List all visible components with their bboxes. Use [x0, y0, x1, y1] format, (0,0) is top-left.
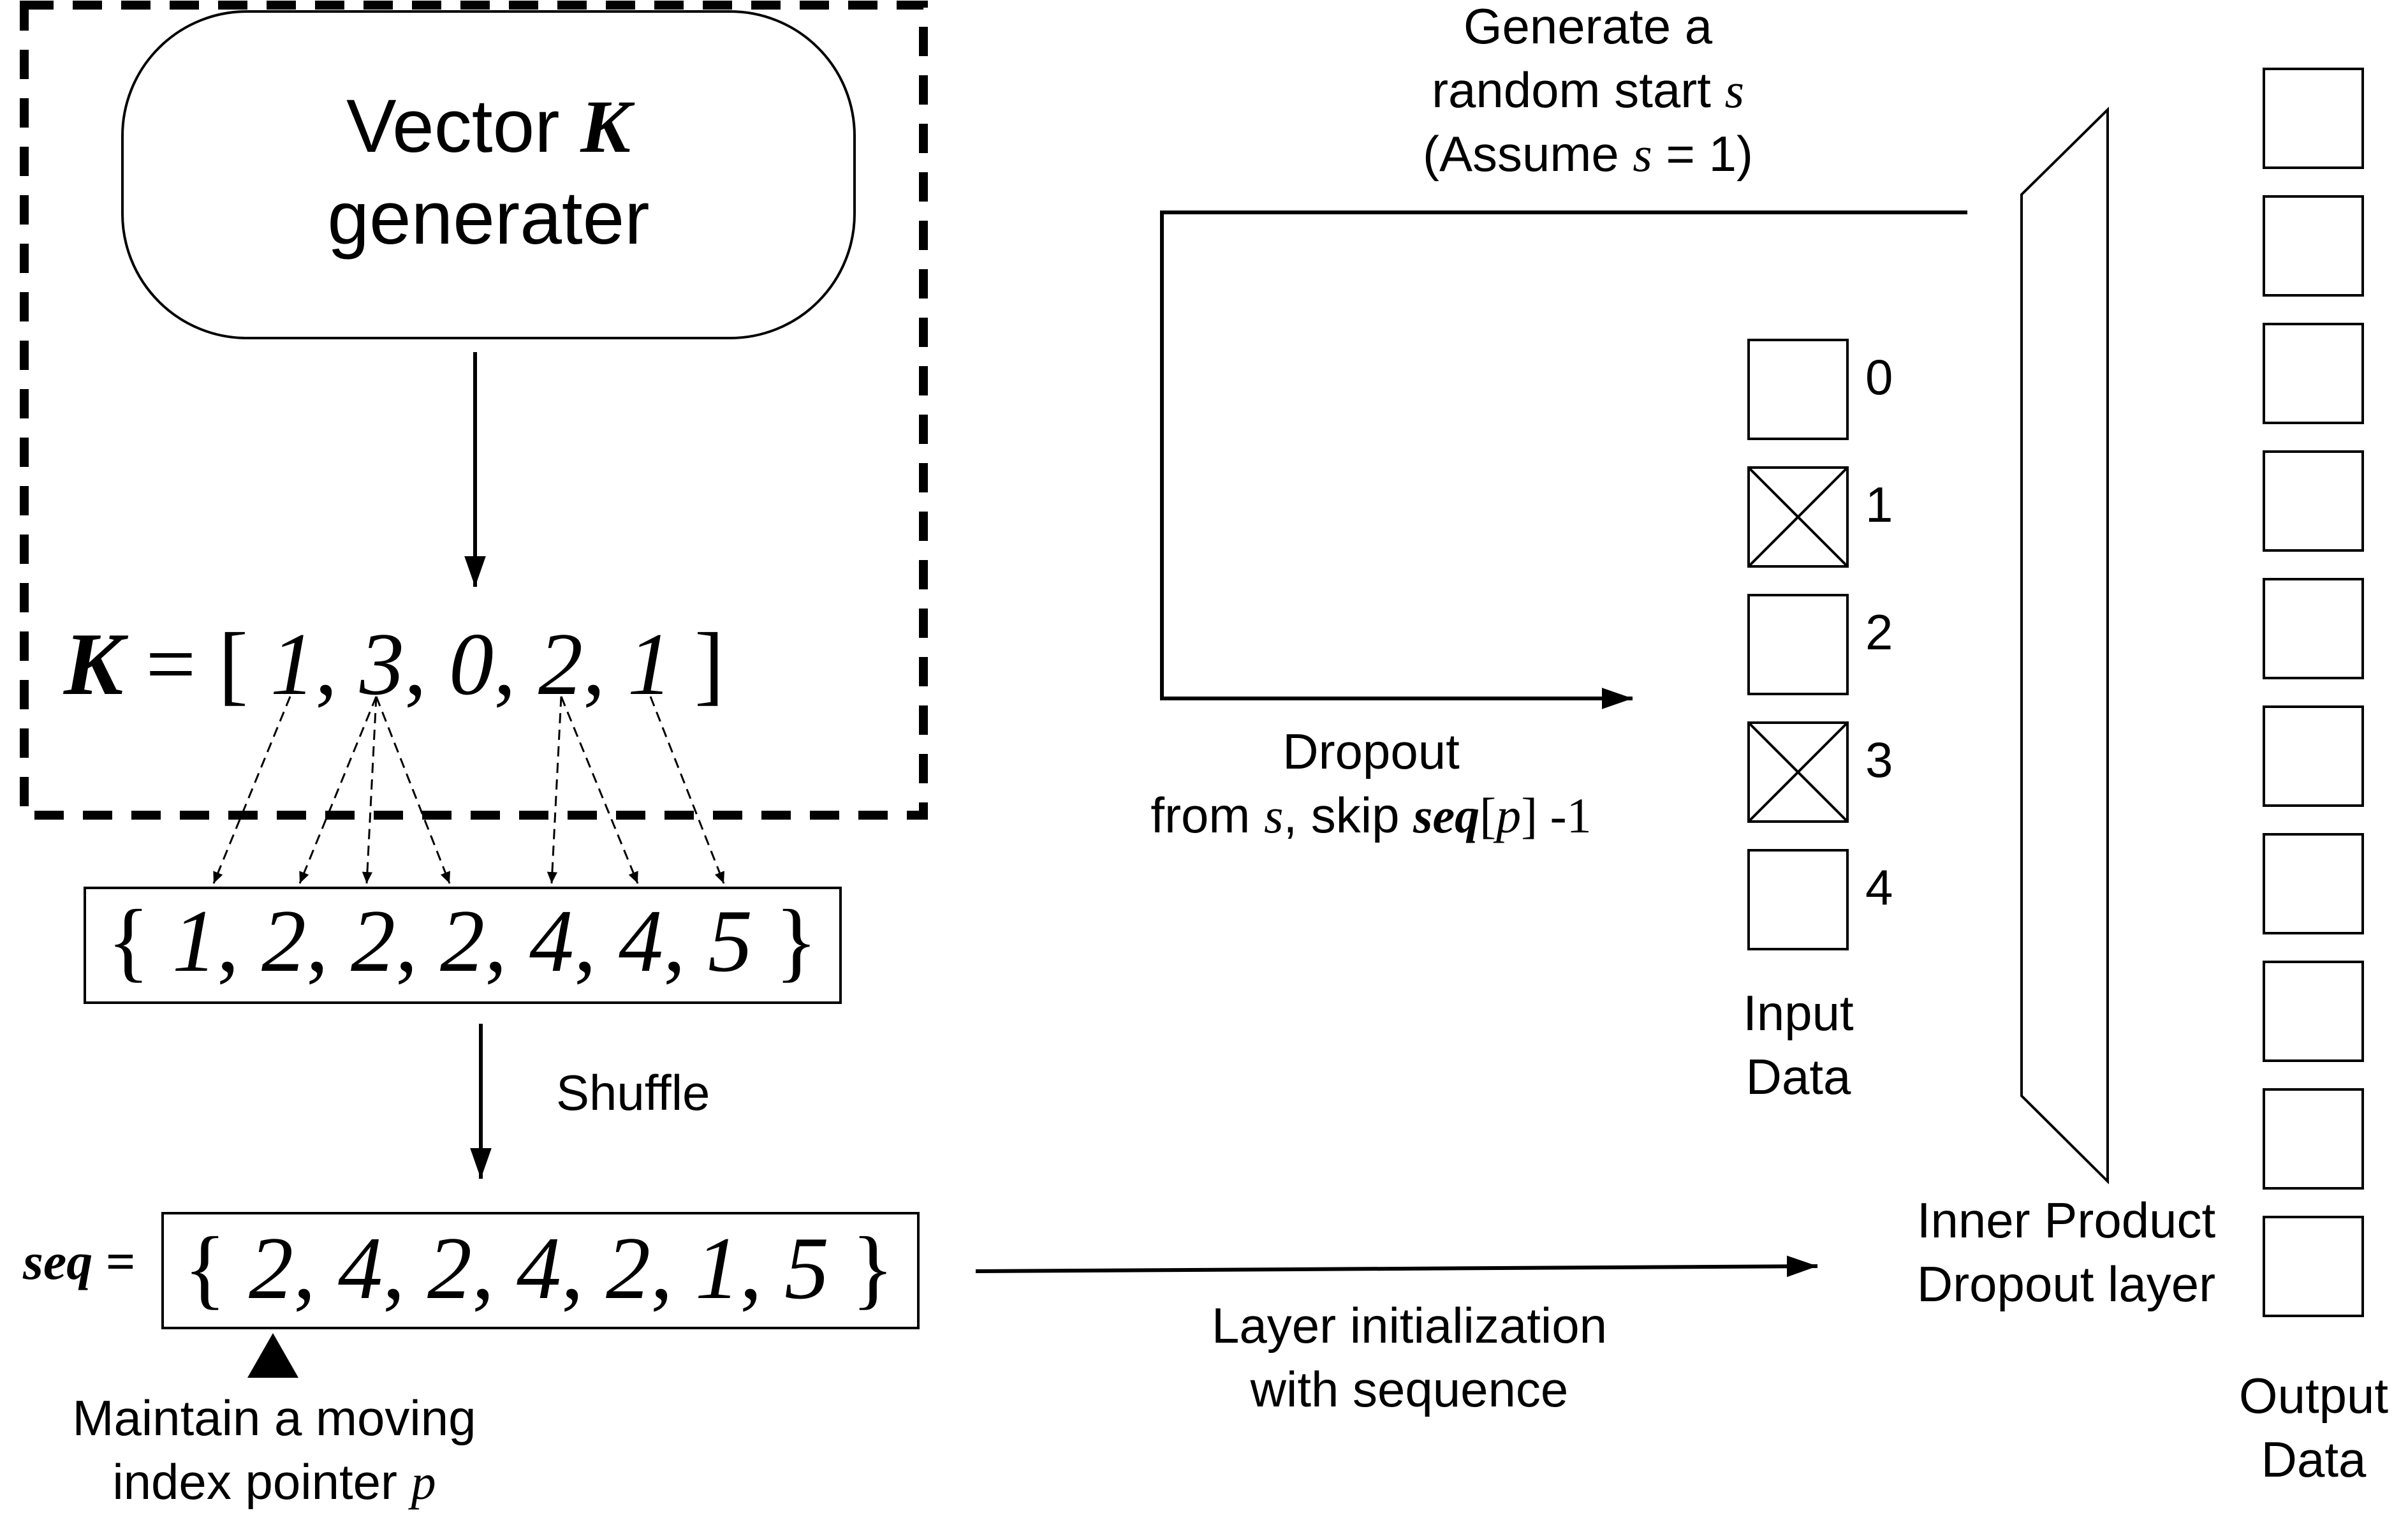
output-cell — [2263, 705, 2364, 807]
input-cell: 2 — [1747, 594, 1893, 695]
pointer-triangle-icon — [247, 1333, 298, 1378]
output-data-label-line2: Data — [2261, 1431, 2367, 1487]
output-cell — [2263, 961, 2364, 1062]
output-cell — [2263, 833, 2364, 934]
k-value: 3 — [359, 615, 404, 714]
k-value: 0 — [449, 615, 494, 714]
input-cell-dropped: 3 — [1747, 721, 1893, 823]
seq-box — [161, 1212, 920, 1329]
expanded-set: { 1, 2, 2, 2, 4, 4, 5 } — [107, 892, 818, 991]
input-data-label: Input — [1743, 985, 1854, 1041]
input-cell-index: 2 — [1865, 604, 1893, 660]
generator-box — [121, 10, 856, 339]
layer-label: Inner Product — [1917, 1192, 2216, 1248]
output-cell — [2263, 1088, 2364, 1190]
seq-label: seq = — [22, 1232, 136, 1290]
input-cell-index: 1 — [1865, 476, 1893, 533]
k-value: 1 — [270, 615, 315, 714]
input-cell-dropped: 1 — [1747, 466, 1893, 568]
shuffle-label: Shuffle — [556, 1065, 710, 1121]
seq-values: { 2, 4, 2, 4, 2, 1, 5 } — [184, 1219, 894, 1318]
dropout-path-arrow — [1160, 210, 1967, 709]
generator-label: Vector K — [346, 84, 635, 168]
random-start-label-line2: random start s — [1432, 62, 1744, 118]
layer-init-arrow — [975, 1255, 1818, 1278]
generator-boundary — [20, 1, 928, 820]
input-cell: 4 — [1747, 849, 1893, 950]
output-cell — [2263, 1216, 2364, 1317]
pointer-label: Maintain a moving — [73, 1390, 476, 1446]
output-cell — [2263, 195, 2364, 297]
random-start-label-line3: (Assume s = 1) — [1423, 126, 1753, 182]
k-value: 1 — [628, 615, 672, 714]
layer-init-label-line2: with sequence — [1250, 1361, 1569, 1417]
output-cell — [2263, 450, 2364, 552]
output-data-cells — [2263, 68, 2364, 1317]
dropout-label: Dropout — [1282, 723, 1460, 779]
inner-product-layer — [2020, 107, 2109, 1184]
input-data-label-line2: Data — [1746, 1049, 1851, 1105]
k-vector: K = [ 1, 3, 0, 2, 1 ] — [62, 615, 724, 714]
generator-label-line2: generater — [327, 176, 649, 260]
input-cell-index: 4 — [1865, 859, 1893, 915]
dropout-label-line2: from s, skip seq[p] -1 — [1150, 787, 1591, 843]
input-cell-index: 0 — [1865, 349, 1893, 405]
output-data-label: Output — [2239, 1368, 2388, 1424]
pointer-label-line2: index pointer p — [112, 1454, 436, 1510]
input-cell-index: 3 — [1865, 732, 1893, 788]
input-cell: 0 — [1747, 339, 1893, 440]
output-cell — [2263, 323, 2364, 424]
expanded-set-box — [84, 887, 842, 1004]
input-data-cells: 0 1 2 3 4 — [1747, 339, 1893, 950]
output-cell — [2263, 578, 2364, 679]
random-start-label: Generate a — [1464, 0, 1713, 54]
output-cell — [2263, 68, 2364, 169]
expansion-arrows — [212, 696, 725, 884]
layer-init-label: Layer initialization — [1212, 1297, 1607, 1354]
layer-label-line2: Dropout layer — [1917, 1256, 2215, 1312]
